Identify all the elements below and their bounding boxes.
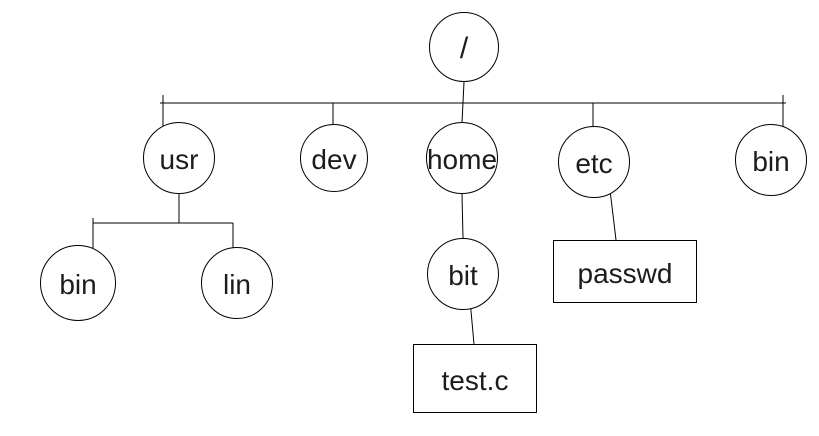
node-etc-label: etc	[575, 148, 613, 179]
edge-home-bit	[461, 193, 464, 239]
node-bit-testc: test.c	[413, 344, 537, 413]
node-bit-testc-label: test.c	[441, 364, 509, 396]
node-dev-label: dev	[311, 144, 357, 175]
node-root: /	[429, 12, 499, 82]
node-usr-lin-label: lin	[222, 269, 251, 300]
node-etc-passwd-label: passwd	[577, 257, 673, 289]
node-home-bit: bit	[427, 238, 499, 310]
node-etc: etc	[558, 126, 630, 198]
node-etc-passwd: passwd	[553, 240, 697, 303]
node-usr: usr	[143, 122, 215, 194]
node-home-label: home	[426, 144, 498, 175]
node-bin: bin	[735, 124, 807, 196]
node-usr-bin: bin	[40, 245, 116, 321]
node-usr-bin-label: bin	[59, 269, 97, 300]
node-usr-label: usr	[159, 144, 199, 175]
node-home-bit-label: bit	[448, 260, 478, 291]
edge-etc-passwd	[609, 189, 617, 241]
node-dev: dev	[300, 124, 368, 192]
node-home: home	[426, 122, 498, 194]
node-usr-lin: lin	[201, 247, 273, 319]
node-bin-label: bin	[752, 146, 790, 177]
node-root-label: /	[459, 32, 469, 65]
